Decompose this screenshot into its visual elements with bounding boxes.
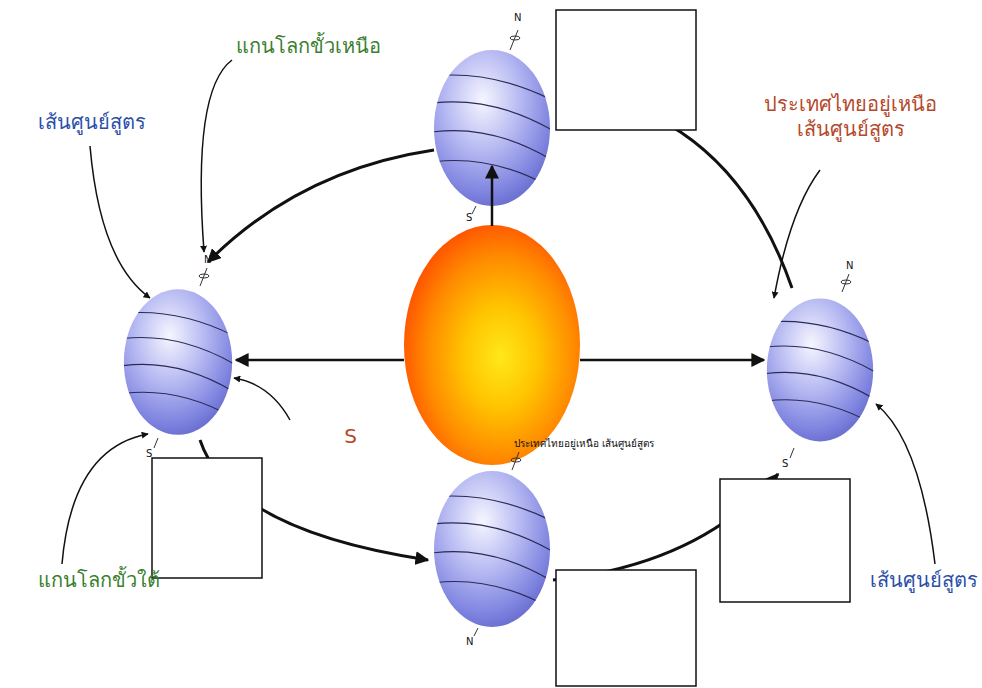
pole-letter: ประเทศไทยอยู่เหนือ เส้นศูนย์สูตร	[514, 438, 654, 451]
axis-label: แกนโลกขั้วเหนือ	[236, 34, 381, 59]
pole-letter: S	[782, 458, 788, 471]
axis-label: แกนโลกขั้วใต้	[38, 568, 160, 593]
pole-letter: S	[146, 448, 152, 461]
pole-letter: S	[466, 212, 472, 225]
pole-letter: N	[204, 254, 211, 267]
pole-letter: N	[846, 260, 853, 273]
thailand-note: S	[238, 424, 463, 449]
pole-letter: N	[466, 636, 473, 649]
equator-label: เส้นศูนย์สูตร	[38, 110, 146, 135]
pole-letter: N	[514, 12, 521, 25]
thailand-note: ประเทศไทยอยู่เหนือ เส้นศูนย์สูตร	[738, 92, 963, 142]
equator-label: เส้นศูนย์สูตร	[870, 568, 978, 593]
